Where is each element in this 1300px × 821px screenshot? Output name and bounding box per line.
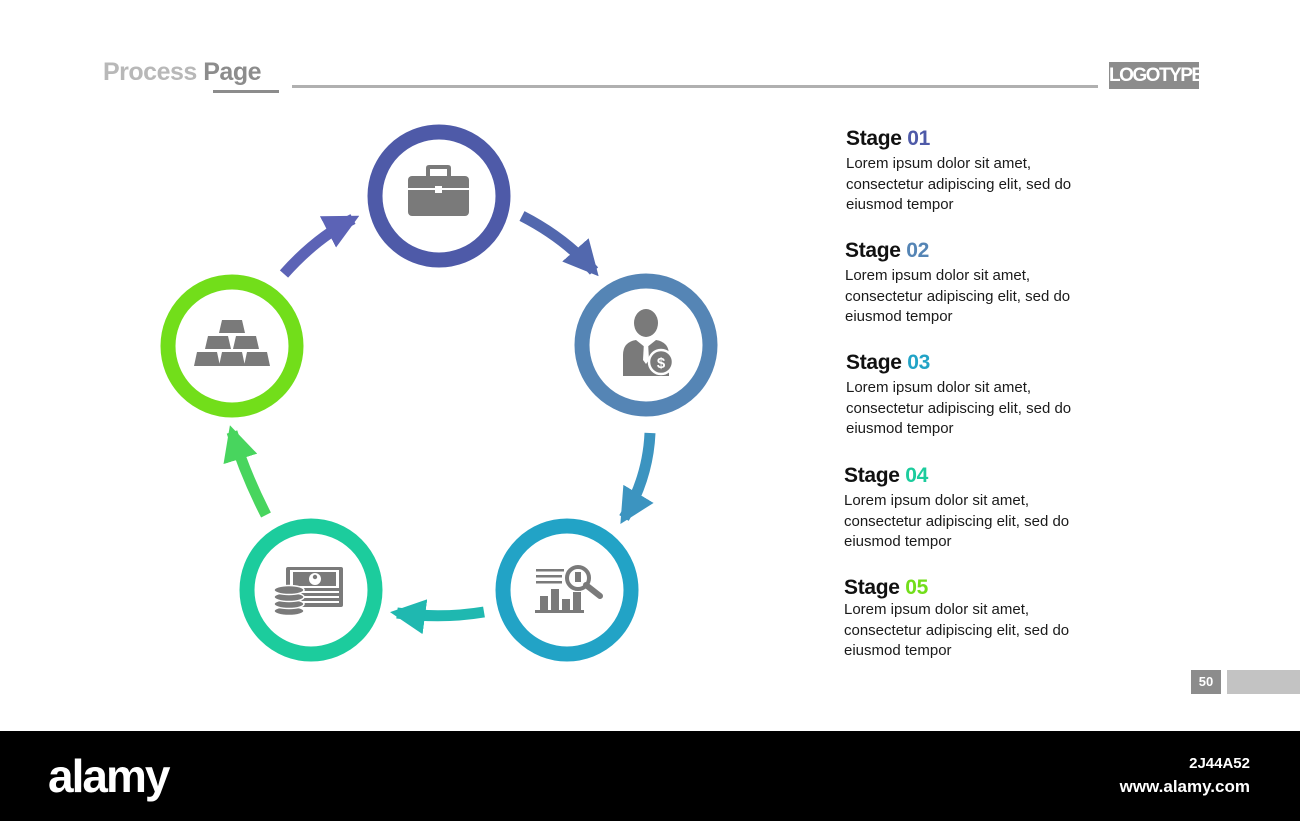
stage-5-description: Lorem ipsum dolor sit amet, consectetur … <box>844 600 1114 662</box>
businessman-dollar-icon: $ <box>623 309 675 376</box>
description-line: consectetur adipiscing elit, sed do <box>844 512 1070 530</box>
description-line: consectetur adipiscing elit, sed do <box>845 287 1071 305</box>
stage-2-block: Stage 02 Lorem ipsum dolor sit amet, con… <box>845 239 1115 328</box>
stage-number: 01 <box>907 127 930 150</box>
arrow-stage1-to-stage2 <box>519 211 599 277</box>
page-title-part2: Page <box>203 58 262 86</box>
arrow-stage3-to-stage4 <box>390 599 485 635</box>
description-line: eiusmod tempor <box>844 533 952 550</box>
stage-label: Stage <box>844 576 906 599</box>
arrow-stage5-to-stage1 <box>279 214 360 278</box>
cash-coins-icon <box>273 567 343 617</box>
footer-url: www.alamy.com <box>1119 777 1250 796</box>
footer-band: alamy 2J44A52 www.alamy.com <box>0 731 1300 821</box>
stage-4-description: Lorem ipsum dolor sit amet, consectetur … <box>844 491 1114 553</box>
header-rule <box>292 85 1098 88</box>
description-line: eiusmod tempor <box>846 196 954 213</box>
page-title-part1: Process <box>103 58 204 86</box>
stage-1-node <box>367 124 511 268</box>
stage-label: Stage <box>845 239 907 262</box>
description-line: Lorem ipsum dolor sit amet, <box>846 379 1032 396</box>
briefcase-icon <box>408 165 469 216</box>
stage-1-heading: Stage 01 <box>846 127 1116 151</box>
arrow-stage2-to-stage3 <box>619 432 656 525</box>
stage-3-node <box>495 518 639 662</box>
stage-number: 04 <box>905 464 928 487</box>
stage-number: 03 <box>907 351 930 374</box>
stage-2-heading: Stage 02 <box>845 239 1115 263</box>
description-line: Lorem ipsum dolor sit amet, <box>844 601 1030 618</box>
page-title: Process Page <box>103 58 262 87</box>
title-underline <box>213 90 279 93</box>
svg-text:$: $ <box>657 355 666 372</box>
stage-4-heading: Stage 04 <box>844 464 1114 488</box>
stage-label: Stage <box>846 351 908 374</box>
description-line: Lorem ipsum dolor sit amet, <box>844 492 1030 509</box>
arrow-stage4-to-stage5 <box>223 425 271 518</box>
stage-number: 05 <box>905 576 928 599</box>
description-line: consectetur adipiscing elit, sed do <box>846 175 1072 193</box>
description-line: consectetur adipiscing elit, sed do <box>844 621 1070 639</box>
stage-3-description: Lorem ipsum dolor sit amet, consectetur … <box>846 378 1116 440</box>
page-number-bar <box>1227 670 1300 694</box>
footer-brand-logo: alamy <box>48 750 170 802</box>
stage-3-block: Stage 03 Lorem ipsum dolor sit amet, con… <box>846 351 1116 440</box>
page-number: 50 <box>1191 670 1221 694</box>
stage-2-description: Lorem ipsum dolor sit amet, consectetur … <box>845 266 1115 328</box>
stage-4-node <box>239 518 383 662</box>
stage-3-heading: Stage 03 <box>846 351 1116 375</box>
stage-4-block: Stage 04 Lorem ipsum dolor sit amet, con… <box>844 464 1114 553</box>
stage-1-description: Lorem ipsum dolor sit amet, consectetur … <box>846 154 1116 216</box>
description-line: eiusmod tempor <box>846 420 954 437</box>
description-line: Lorem ipsum dolor sit amet, <box>845 267 1031 284</box>
description-line: consectetur adipiscing elit, sed do <box>846 399 1072 417</box>
logotype: LOGOTYPE <box>1109 62 1204 89</box>
description-line: eiusmod tempor <box>844 642 952 659</box>
stage-5-block: Stage 05 Lorem ipsum dolor sit amet, con… <box>844 576 1114 662</box>
gold-bars-icon <box>194 320 270 366</box>
stage-label: Stage <box>844 464 906 487</box>
cycle-diagram: $ <box>160 124 718 662</box>
stage-5-heading: Stage 05 <box>844 576 1114 600</box>
description-line: eiusmod tempor <box>845 308 953 325</box>
description-line: Lorem ipsum dolor sit amet, <box>846 155 1032 172</box>
stage-1-block: Stage 01 Lorem ipsum dolor sit amet, con… <box>846 127 1116 216</box>
footer-image-id: 2J44A52 <box>1189 755 1250 772</box>
chart-magnifier-icon <box>535 565 603 613</box>
stage-5-node <box>160 274 304 418</box>
stage-2-node: $ <box>574 273 718 417</box>
stage-label: Stage <box>846 127 908 150</box>
stage-number: 02 <box>906 239 929 262</box>
